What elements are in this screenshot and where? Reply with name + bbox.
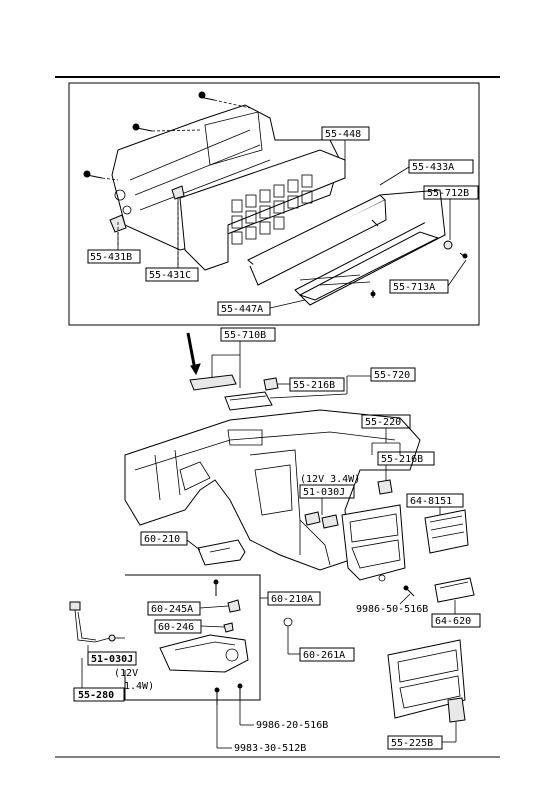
- label-60-210A: 60-210A: [271, 594, 313, 605]
- callout-60-245A: 60-245A: [147, 601, 229, 616]
- callout-55-447A: 55-447A: [217, 299, 306, 316]
- label-55-713A: 55-713A: [393, 282, 435, 293]
- cluster-screws: [83, 91, 251, 181]
- label-55-280: 55-280: [78, 690, 114, 701]
- callout-55-225B: 55-225B: [387, 722, 457, 750]
- callout-55-720: 55-720: [269, 367, 416, 399]
- callout-55-710B: 55-710B: [211, 327, 276, 388]
- callout-60-261A: 60-261A: [283, 617, 355, 662]
- label-60-210: 60-210: [144, 534, 180, 545]
- label-60-245A: 60-245A: [151, 604, 193, 615]
- label-60-246: 60-246: [158, 622, 194, 633]
- cluster-frame: [68, 82, 480, 326]
- label-55-448: 55-448: [325, 129, 361, 140]
- label-9986-50-516B: 9986-50-516B: [356, 604, 428, 615]
- label-60-261A: 60-261A: [303, 650, 345, 661]
- wiring-harness: [69, 601, 125, 658]
- air-vent: [424, 509, 469, 554]
- callout-55-220: 55-220: [361, 414, 411, 455]
- label-55-447A: 55-447A: [221, 304, 263, 315]
- callout-51-030J-b: 51-030J (12V 1.4W): [81, 651, 154, 692]
- callout-60-210A: 60-210A: [260, 591, 321, 606]
- label-55-720: 55-720: [374, 370, 410, 381]
- label-12v-34w: (12V 3.4W): [300, 474, 360, 485]
- label-51-030J-a: 51-030J: [303, 487, 345, 498]
- label-9986-20-516B: 9986-20-516B: [256, 720, 328, 731]
- label-14w: 1.4W): [124, 681, 154, 692]
- callout-55-712B: 55-712B: [423, 185, 479, 240]
- label-55-710B: 55-710B: [224, 330, 266, 341]
- callout-55-280: 55-280: [73, 687, 125, 702]
- callout-60-246: 60-246: [154, 619, 225, 634]
- label-55-216B-a: 55-216B: [293, 380, 335, 391]
- label-55-216B-b: 55-216B: [381, 454, 423, 465]
- callout-64-620: 64-620: [431, 600, 481, 628]
- frame-arrow: [186, 332, 197, 371]
- instrument-cluster-body: [83, 91, 346, 271]
- callout-55-216B-b: 55-216B: [377, 451, 435, 495]
- callout-55-431B: 55-431B: [87, 232, 141, 264]
- label-9983-30-512B: 9983-30-512B: [234, 743, 306, 754]
- callout-51-030J-a: (12V 3.4W) 51-030J: [299, 474, 360, 529]
- label-55-431C: 55-431C: [149, 270, 191, 281]
- label-55-220: 55-220: [365, 417, 401, 428]
- column-cover-lower: [159, 579, 249, 705]
- callout-9986-50-516B: 9986-50-516B: [356, 593, 428, 615]
- callout-55-431C: 55-431C: [145, 200, 199, 282]
- column-cover-60-210: [197, 539, 246, 566]
- callout-55-433A: 55-433A: [379, 159, 474, 186]
- callout-55-448: 55-448: [321, 126, 370, 168]
- switch-64-620: [434, 577, 475, 603]
- label-64-8151: 64-8151: [410, 496, 452, 507]
- switch-710B: [189, 374, 273, 411]
- label-55-225B: 55-225B: [391, 738, 433, 749]
- label-12v: (12V: [114, 668, 138, 679]
- callout-60-210: 60-210: [140, 531, 201, 551]
- label-64-620: 64-620: [435, 616, 471, 627]
- console-panel: [387, 639, 466, 723]
- column-frame: [124, 574, 261, 701]
- label-55-433A: 55-433A: [412, 162, 454, 173]
- callout-9983-30-512B: 9983-30-512B: [216, 705, 306, 754]
- label-51-030J-b: 51-030J: [91, 654, 133, 665]
- label-55-431B: 55-431B: [90, 252, 132, 263]
- label-55-712B: 55-712B: [427, 188, 469, 199]
- center-bezel: [341, 504, 415, 597]
- callout-64-8151: 64-8151: [406, 493, 464, 515]
- callout-55-713A: 55-713A: [389, 259, 467, 294]
- callout-9986-20-516B: 9986-20-516B: [239, 698, 328, 731]
- callout-55-216B-a: 55-216B: [263, 377, 345, 392]
